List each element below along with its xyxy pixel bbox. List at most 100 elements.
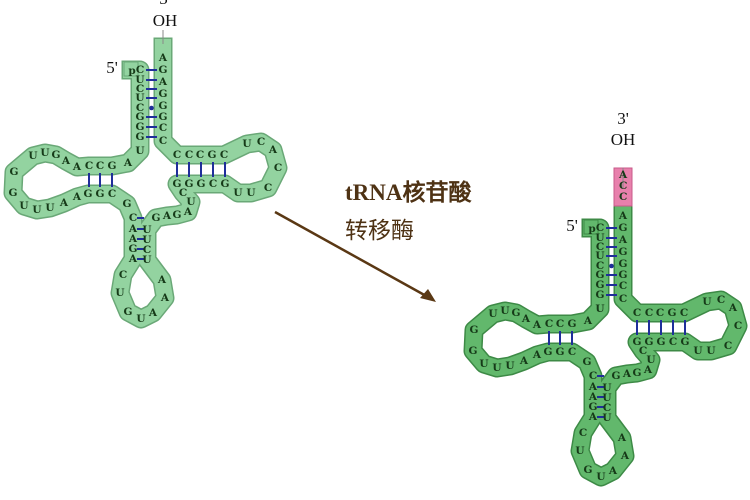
trna-before: 3' OH 5' CUCUCGGGUAGCCAAGUUGGUUUAAGGCGCA… <box>3 0 288 329</box>
nucleotide: U <box>505 360 514 372</box>
added-cca-nucleotides: ACC <box>619 169 628 203</box>
nucleotide: A <box>618 210 628 222</box>
nucleotide: G <box>159 111 168 123</box>
nucleotide: G <box>136 111 145 123</box>
rna-backbone <box>3 37 288 329</box>
phosphate-label: p <box>128 65 135 77</box>
nucleotide: G <box>668 307 677 319</box>
nucleotide: G <box>208 149 217 161</box>
nucleotide: G <box>152 212 161 224</box>
nucleotide: U <box>186 196 195 208</box>
enzyme-label-line1: tRNA核苷酸 <box>345 179 472 205</box>
nucleotide: C <box>185 149 193 161</box>
nucleotide: A <box>532 349 542 361</box>
nucleotide: G <box>633 367 642 379</box>
nucleotide: U <box>500 305 509 317</box>
nucleotide: U <box>142 234 151 246</box>
oh-label: OH <box>611 130 636 149</box>
nucleotide: C <box>159 135 167 147</box>
nucleotide: U <box>28 150 37 162</box>
nucleotide: U <box>602 412 611 424</box>
nucleotide: U <box>595 250 604 262</box>
nucleotide: C <box>545 318 553 330</box>
nucleotide: G <box>123 198 132 210</box>
nucleotide: U <box>596 471 605 483</box>
base-pairs <box>88 69 226 260</box>
nucleotide: A <box>608 465 618 477</box>
nucleotide: C <box>257 136 265 148</box>
nucleotide: A <box>72 161 82 173</box>
nucleotide: G <box>197 178 206 190</box>
nucleotide: A <box>72 191 82 203</box>
nucleotide: A <box>583 315 593 327</box>
nucleotide: G <box>619 269 628 281</box>
nucleotide: C <box>196 149 204 161</box>
nucleotide: G <box>589 401 598 413</box>
nucleotide: A <box>128 233 138 245</box>
nucleotide: G <box>9 187 18 199</box>
nucleotide: C <box>603 402 611 414</box>
nucleotide: G <box>136 131 145 143</box>
nucleotide: C <box>656 307 664 319</box>
nucleotide: C <box>633 307 641 319</box>
nucleotide: G <box>221 178 230 190</box>
nucleotide: U <box>595 303 604 315</box>
nucleotide: G <box>159 100 168 112</box>
phosphate-box <box>123 61 139 77</box>
nucleotide: G <box>596 289 605 301</box>
nucleotide: G <box>619 258 628 270</box>
gu-pair-dot <box>609 263 614 269</box>
gu-pair-dot <box>149 105 154 111</box>
nucleotide: G <box>596 269 605 281</box>
nucleotide: G <box>596 279 605 291</box>
nucleotide: C <box>108 188 116 200</box>
nucleotide: G <box>633 336 642 348</box>
nucleotide: C <box>85 160 93 172</box>
nucleotide: C <box>596 222 604 234</box>
nucleotide: C <box>724 340 732 352</box>
nucleotide: G <box>96 188 105 200</box>
nucleotide: G <box>568 318 577 330</box>
arrow-shaft <box>274 210 429 299</box>
nucleotide: U <box>575 445 584 457</box>
nucleotide: G <box>185 178 194 190</box>
nucleotide: A <box>128 253 138 265</box>
nucleotide: U <box>135 145 144 157</box>
backbone-band <box>465 197 746 485</box>
three-prime-label: 3' <box>617 109 629 128</box>
nucleotide: C <box>136 64 144 76</box>
nucleotide: A <box>59 197 69 209</box>
nucleotide: C <box>589 370 597 382</box>
nucleotide: A <box>123 157 133 169</box>
nucleotide: A <box>588 391 598 403</box>
five-prime-label: 5' <box>566 216 578 235</box>
nucleotide: G <box>10 166 19 178</box>
nucleotide: C <box>568 346 576 358</box>
nucleotide: G <box>583 356 592 368</box>
nucleotide: C <box>734 320 742 332</box>
nucleotide: G <box>129 243 138 255</box>
nucleotide: U <box>488 308 497 320</box>
nucleotide: A <box>162 210 172 222</box>
nucleotide: G <box>124 306 133 318</box>
nucleotide: C <box>274 162 282 174</box>
nucleotide: C <box>619 293 627 305</box>
three-prime-label: 3' <box>159 0 171 8</box>
nucleotide: G <box>470 324 479 336</box>
nucleotide: C <box>179 187 187 199</box>
nucleotide: G <box>84 188 93 200</box>
nucleotide: U <box>136 313 145 325</box>
nucleotide: C <box>645 307 653 319</box>
backbone-band <box>5 39 286 327</box>
nucleotide: A <box>268 144 278 156</box>
nucleotide: C <box>143 244 151 256</box>
nucleotide: U <box>246 187 255 199</box>
nucleotide: G <box>584 464 593 476</box>
rna-backbone <box>463 195 748 487</box>
nucleotide: A <box>160 292 170 304</box>
phosphate-box <box>583 219 599 235</box>
nucleotide: U <box>242 138 251 150</box>
nucleotide: U <box>492 362 501 374</box>
